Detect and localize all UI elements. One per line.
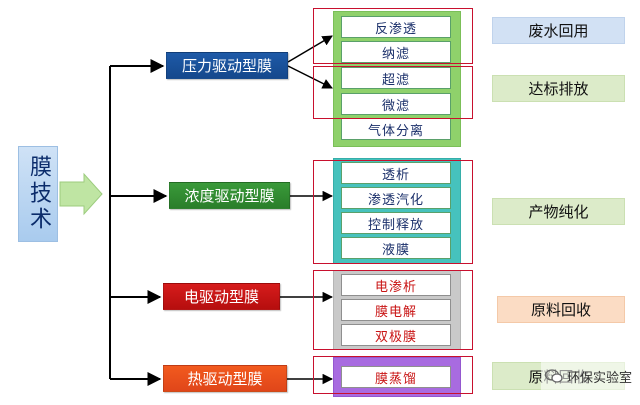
watermark: 环保实验室 (540, 362, 636, 390)
root-node: 膜技术 (18, 146, 58, 242)
item-reverse-osmosis: 反渗透 (341, 16, 451, 38)
category-electric: 电驱动型膜 (163, 283, 280, 310)
item-electrodialysis: 电渗析 (341, 274, 451, 296)
app-product-purification: 产物纯化 (492, 198, 625, 225)
app-material-recovery: 原料回收 (497, 296, 625, 323)
group-outline-2 (313, 66, 473, 119)
item-nanofiltration: 纳滤 (341, 41, 451, 63)
watermark-text: 环保实验室 (566, 370, 632, 386)
item-liquid-membrane: 液膜 (341, 237, 451, 259)
category-thermal: 热驱动型膜 (163, 365, 287, 392)
item-membrane-electrolysis: 膜电解 (341, 299, 451, 321)
link-pressure-top (287, 35, 333, 63)
category-pressure: 压力驱动型膜 (166, 52, 288, 79)
root-arrow (59, 172, 103, 216)
item-ultrafiltration: 超滤 (341, 67, 451, 89)
group-outline-4 (313, 270, 473, 350)
item-microfiltration: 微滤 (341, 93, 451, 115)
item-dialysis: 透析 (341, 162, 451, 184)
app-compliant-discharge: 达标排放 (492, 75, 625, 102)
category-concentration: 浓度驱动型膜 (169, 182, 290, 209)
group-outline-3 (313, 160, 473, 264)
wechat-icon (544, 369, 563, 383)
group-outline-5 (313, 356, 473, 394)
group-outline-1 (313, 8, 473, 64)
item-gas-separation: 气体分离 (341, 118, 451, 140)
item-controlled-release: 控制释放 (341, 212, 451, 234)
item-pervaporation: 渗透汽化 (341, 187, 451, 209)
link-pressure-bottom (287, 65, 333, 89)
item-bipolar-membrane: 双极膜 (341, 324, 451, 346)
item-membrane-distillation: 膜蒸馏 (341, 366, 451, 388)
app-wastewater-reuse: 废水回用 (492, 17, 625, 44)
